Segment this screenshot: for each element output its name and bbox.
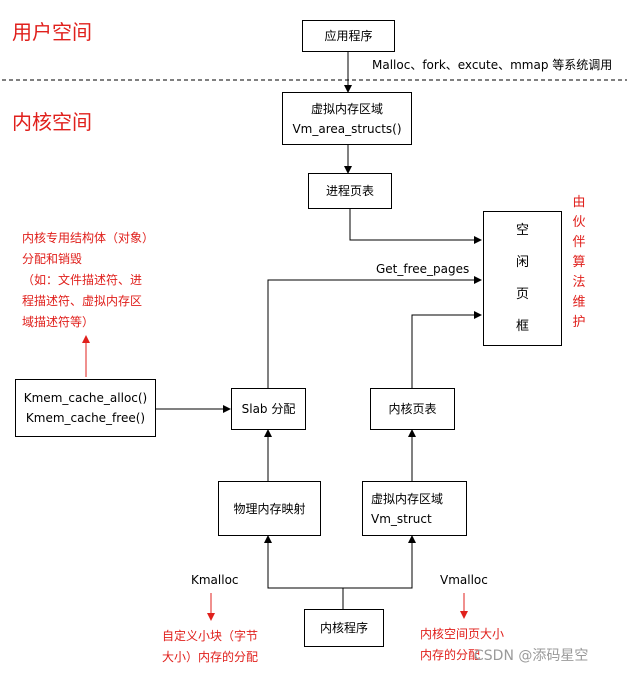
kernel-program-box: 内核程序: [304, 609, 384, 647]
kmem-cache-box: Kmem_cache_alloc() Kmem_cache_free(): [15, 379, 156, 437]
watermark: CSDN @添码星空: [474, 648, 589, 664]
vma-box: 虚拟内存区域 Vm_area_structs(): [282, 92, 412, 145]
vmalloc-label: Vmalloc: [440, 573, 488, 587]
buddy-annotation: 由 伙 伴 算 法 维 护: [572, 195, 586, 330]
vm-struct-box: 虚拟内存区域 Vm_struct: [362, 481, 467, 536]
physical-memory-map-box: 物理内存映射: [218, 481, 321, 536]
kernel-page-table-box: 内核页表: [370, 388, 455, 430]
vmalloc-note: 内核空间页大小 内存的分配: [420, 627, 505, 662]
kmem-note: 内核专用结构体（对象） 分配和销毁 （如：文件描述符、进 程描述符、虚拟内存区 …: [22, 231, 155, 329]
slab-box: Slab 分配: [231, 388, 306, 430]
free-page-frames-box: 空 闲 页 框: [483, 211, 562, 346]
syscalls-label: Malloc、fork、excute、mmap 等系统调用: [372, 58, 613, 72]
kmalloc-note: 自定义小块（字节 大小）内存的分配: [162, 629, 259, 664]
get-free-pages-label: Get_free_pages: [376, 262, 470, 276]
arrow-kernel-prog-to-phys-map: [264, 535, 343, 589]
process-page-table-box: 进程页表: [308, 173, 392, 209]
kmalloc-label: Kmalloc: [191, 573, 239, 587]
arrow-page-table-to-free-pages: [349, 209, 482, 244]
user-space-label: 用户空间: [12, 20, 92, 44]
app-box: 应用程序: [302, 20, 395, 52]
arrow-kernel-prog-to-vm-struct: [343, 535, 416, 589]
kernel-space-label: 内核空间: [12, 110, 92, 134]
arrow-slab-to-free-pages: [267, 276, 482, 388]
arrow-kernel-page-table-to-free-pages: [411, 311, 482, 388]
